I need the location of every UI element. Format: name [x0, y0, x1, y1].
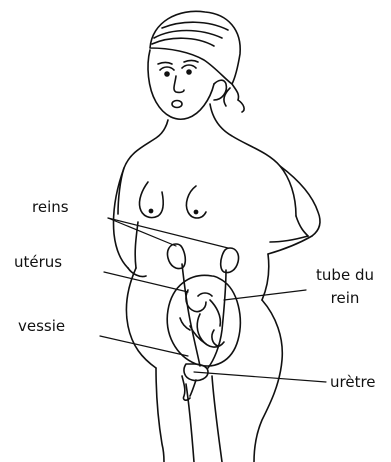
legs [156, 368, 222, 462]
breasts [139, 182, 206, 218]
pointer-lines [100, 218, 326, 382]
label-tube-line2: rein [302, 291, 388, 306]
pointer-uterus [104, 272, 188, 292]
label-uterus: utérus [14, 255, 62, 270]
neck-shoulders [118, 104, 296, 216]
label-reins: reins [32, 200, 69, 215]
uterus [167, 275, 240, 366]
pointer-reins-right [108, 218, 228, 248]
right-arm [268, 166, 320, 254]
face [148, 50, 226, 119]
label-tube-du-rein: tube du rein [302, 268, 388, 306]
label-vessie: vessie [18, 319, 65, 334]
pointer-uretre [194, 372, 326, 382]
label-uretre: urètre [330, 375, 376, 390]
label-tube-line1: tube du [302, 268, 388, 283]
